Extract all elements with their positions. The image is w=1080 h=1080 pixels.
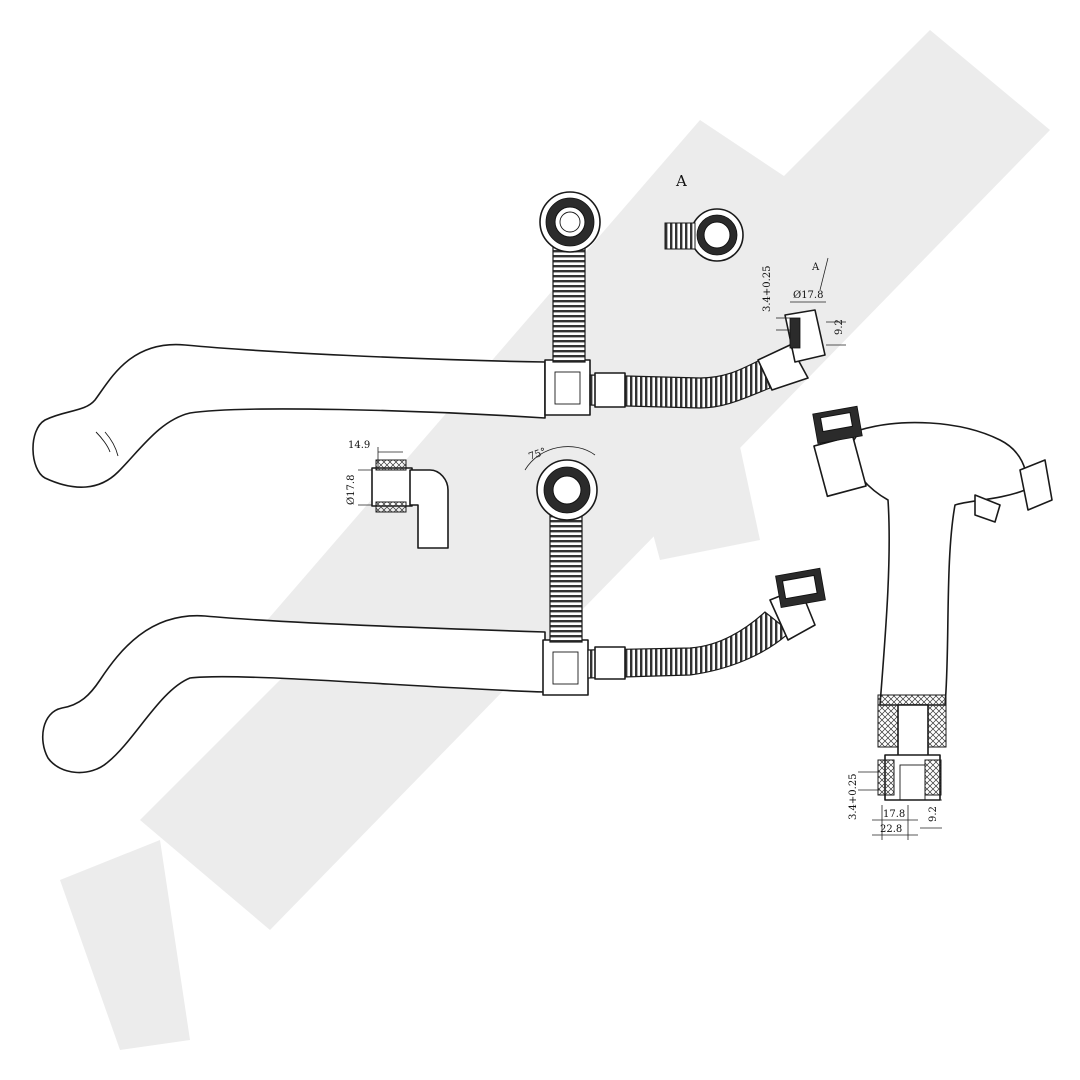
bottom-quick-connector <box>769 567 826 641</box>
dim-inner-bottom: 17.8 <box>883 809 905 820</box>
bottom-hose-assembly: 75° <box>41 446 826 774</box>
bottom-tee-fitting <box>542 639 589 696</box>
bottom-vertical-corrugated-hose <box>549 514 583 643</box>
top-hose-assembly <box>32 191 826 488</box>
top-elbow-connector <box>757 309 826 391</box>
dim-side-bottom: 9.2 <box>928 806 939 822</box>
right-top-connector <box>812 405 867 498</box>
top-horizontal-corrugated-hose <box>589 359 771 409</box>
bottom-right-dimensions: 3.4+0.25 17.8 22.8 9.2 <box>848 771 942 840</box>
left-elbow-detail: 14.9 Ø17.8 <box>346 440 449 549</box>
dim-length-detail: 14.9 <box>348 440 370 451</box>
top-round-port <box>539 191 601 253</box>
dim-outer-bottom: 22.8 <box>880 824 902 835</box>
top-main-hose <box>32 343 546 488</box>
top-tee-fitting <box>544 359 591 416</box>
dim-tol-bottom: 3.4+0.25 <box>848 773 859 820</box>
dim-dia-detail: Ø17.8 <box>346 475 357 505</box>
dim-dia-top: Ø17.8 <box>793 290 823 301</box>
view-a-label: A <box>675 172 687 190</box>
top-right-dimensions: A Ø17.8 3.4+0.25 9.2 <box>762 257 846 346</box>
dim-side-top: 9.2 <box>834 319 845 335</box>
dim-tol-top: 3.4+0.25 <box>762 265 773 312</box>
view-a-detail: A <box>664 172 744 262</box>
top-vertical-corrugated-hose <box>552 239 586 363</box>
right-3d-hose <box>812 405 1053 801</box>
bottom-main-hose <box>41 615 546 774</box>
bottom-round-port <box>536 459 598 521</box>
section-arrow-label: A <box>811 262 820 273</box>
